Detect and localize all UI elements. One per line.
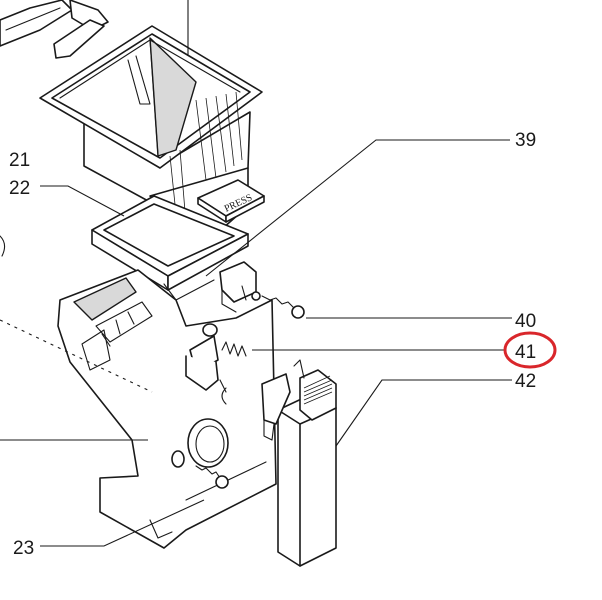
callout-22: 22 [9,178,30,199]
tray-frame [91,195,249,301]
leader-lines [0,0,512,547]
hopper-bin [39,25,265,239]
callout-21: 21 [9,150,30,171]
screw-40 [261,295,305,319]
callout-40: 40 [515,311,536,332]
main-housing-plate [57,261,277,549]
top-fragment-part [0,0,109,59]
callout-23: 23 [13,538,34,559]
callout-39: 39 [515,130,536,151]
screw-23 [195,465,229,489]
callout-42: 42 [515,371,536,392]
lever-handle [261,359,337,567]
highlight-circle [503,331,557,369]
callout-41: 41 [515,342,536,363]
spring-bracket-assembly [185,323,247,405]
washer [251,291,261,301]
left-clip-fragment [0,235,6,257]
